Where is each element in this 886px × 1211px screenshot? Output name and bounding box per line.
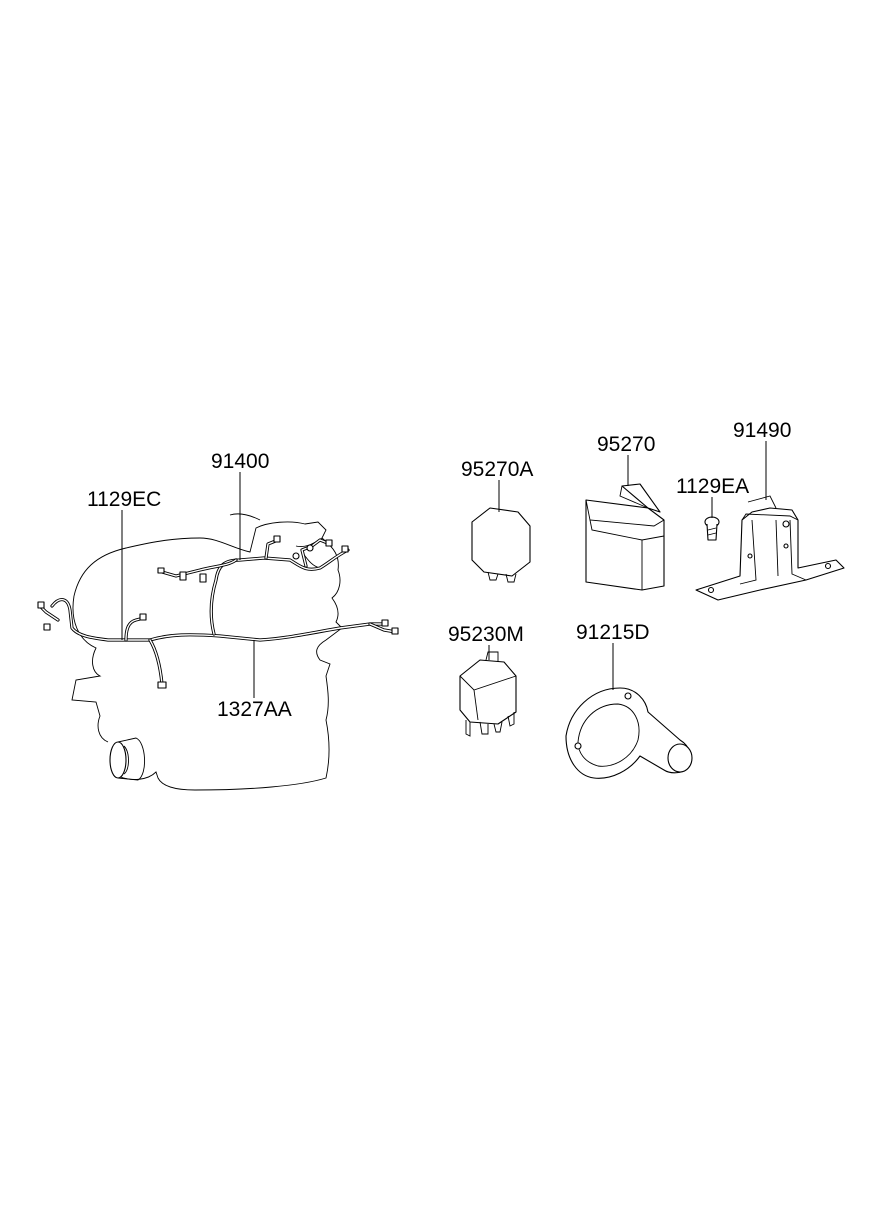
callout-95230M: 95230M xyxy=(448,623,524,646)
callout-95270A: 95270A xyxy=(461,458,533,481)
port-rim xyxy=(109,741,127,779)
callout-1327AA: 1327AA xyxy=(217,698,292,721)
engine-outline xyxy=(71,513,343,791)
callout-1129EC: 1129EC xyxy=(87,488,161,511)
callout-1129EA: 1129EA xyxy=(676,475,749,498)
callout-91400: 91400 xyxy=(211,450,269,473)
wiring-harness xyxy=(37,535,399,689)
module-95270 xyxy=(585,483,665,591)
relay-95230M xyxy=(459,651,517,737)
bolt-1129EA xyxy=(704,516,720,541)
bracket-91490 xyxy=(695,495,845,601)
callout-95270: 95270 xyxy=(597,433,655,456)
grommet-91215D xyxy=(565,687,693,779)
leader-lines xyxy=(121,441,767,698)
callout-91215D: 91215D xyxy=(576,621,650,644)
callout-91490: 91490 xyxy=(733,419,791,442)
relay-95270A xyxy=(471,507,531,583)
